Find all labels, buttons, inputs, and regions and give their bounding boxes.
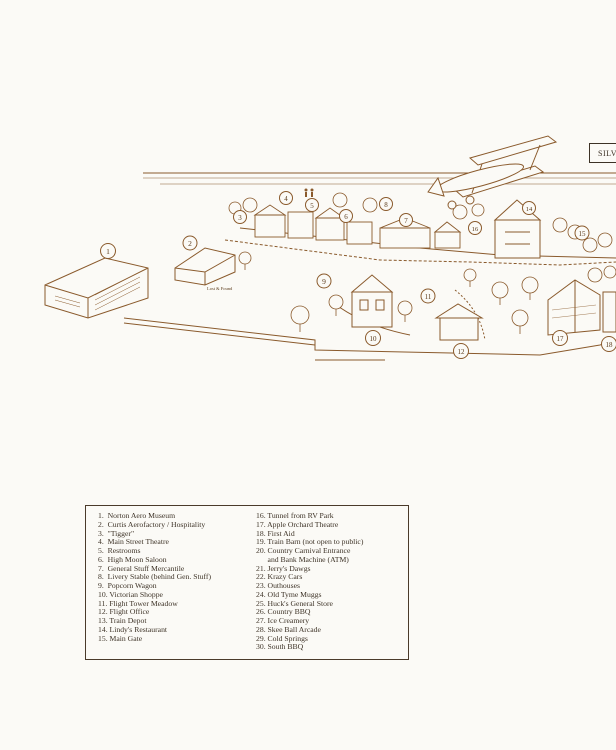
legend-item: 16. Tunnel from RV Park — [256, 511, 334, 520]
marker-1[interactable]: 1 — [100, 243, 116, 259]
legend-item: 14. Lindy's Restaurant — [98, 624, 168, 634]
legend-item: 13. Train Depot — [98, 616, 147, 625]
main-street-buildings — [253, 204, 462, 249]
marker-15[interactable]: 15 — [574, 225, 590, 241]
orchard-theatre-building — [547, 279, 601, 336]
biplane-illustration — [427, 135, 558, 210]
legend-item: 21. Jerry's Dawgs — [256, 563, 311, 573]
first-aid-building — [602, 291, 616, 333]
legend-item: 4. Main Street Theatre — [98, 537, 169, 547]
marker-6[interactable]: 6 — [339, 209, 353, 223]
svg-text:2: 2 — [188, 239, 192, 248]
marker-8[interactable]: 8 — [379, 197, 393, 211]
legend-item: 30. South BBQ — [256, 642, 304, 652]
restaurant-building — [493, 199, 542, 259]
legend-item: 12. Flight Office — [98, 607, 150, 617]
legend-item: 20. Country Carnival Entrance — [256, 546, 351, 555]
legend-item: 17. Apple Orchard Theatre — [256, 519, 339, 529]
trees — [228, 192, 616, 334]
legend-item: 29. Cold Springs — [256, 633, 308, 643]
marker-14[interactable]: 14 — [522, 201, 536, 215]
park-sign: SILV — [589, 143, 616, 163]
legend-item: 24. Old Tyme Muggs — [256, 589, 322, 599]
svg-text:3: 3 — [238, 214, 242, 222]
svg-text:6: 6 — [344, 213, 348, 221]
svg-text:8: 8 — [384, 201, 388, 209]
rail-lines — [143, 172, 616, 185]
legend-item: 15. Main Gate — [98, 633, 143, 643]
svg-text:7: 7 — [404, 217, 408, 225]
marker-9[interactable]: 9 — [316, 273, 332, 289]
restroom-icon — [304, 188, 314, 197]
map-markers[interactable]: 1 2 3 4 5 6 7 8 9 10 11 12 14 15 16 17 1… — [100, 191, 616, 359]
marker-18[interactable]: 18 — [601, 336, 616, 352]
marker-16[interactable]: 16 — [468, 221, 482, 235]
marker-7[interactable]: 7 — [399, 213, 413, 227]
map-legend: 1. Norton Aero Museum 2. Curtis Aerofact… — [85, 505, 409, 660]
legend-item: 18. First Aid — [256, 528, 295, 538]
svg-text:12: 12 — [458, 348, 466, 356]
svg-text:17: 17 — [557, 335, 565, 343]
legend-item: 8. Livery Stable (behind Gen. Stuff) — [98, 572, 212, 582]
svg-text:11: 11 — [425, 293, 432, 301]
legend-item: 19. Train Barn (not open to public) — [256, 537, 364, 547]
marker-11[interactable]: 11 — [420, 288, 436, 304]
park-map: 1 2 3 4 5 6 7 8 9 10 11 12 14 15 16 17 1… — [44, 135, 616, 361]
legend-item: 25. Huck's General Store — [256, 598, 333, 608]
legend-item: 11. Flight Tower Meadow — [98, 598, 178, 608]
legend-item: 28. Skee Ball Arcade — [256, 624, 321, 634]
legend-item: 26. Country BBQ — [256, 607, 311, 617]
svg-text:14: 14 — [526, 206, 533, 213]
svg-text:16: 16 — [472, 226, 479, 233]
marker-3[interactable]: 3 — [233, 210, 247, 224]
lost-found-label: Lost & Found — [207, 286, 233, 291]
aerofactory-building — [174, 247, 236, 286]
legend-item: 9. Popcorn Wagon — [98, 581, 157, 590]
legend-column-left: 1. Norton Aero Museum 2. Curtis Aerofact… — [98, 511, 248, 643]
flight-office-building — [434, 303, 484, 341]
svg-text:10: 10 — [370, 335, 378, 343]
marker-17[interactable]: 17 — [552, 330, 568, 346]
legend-item: 23. Outhouses — [256, 581, 300, 590]
legend-column-right: 16. Tunnel from RV Park 17. Apple Orchar… — [256, 511, 406, 652]
svg-text:15: 15 — [579, 230, 587, 238]
victorian-shoppe-building — [350, 274, 394, 328]
legend-item: 6. High Moon Saloon — [98, 554, 167, 564]
legend-item: 10. Victorian Shoppe — [98, 589, 163, 599]
legend-item: and Bank Machine (ATM) — [256, 554, 349, 564]
marker-12[interactable]: 12 — [453, 343, 469, 359]
marker-10[interactable]: 10 — [365, 330, 381, 346]
legend-item: 3. "Tigger" — [98, 528, 135, 538]
legend-item: 5. Restrooms — [98, 546, 141, 555]
svg-text:5: 5 — [310, 202, 314, 210]
legend-item: 1. Norton Aero Museum — [98, 511, 176, 520]
aero-museum-building — [44, 257, 149, 319]
legend-item: 22. Krazy Cars — [256, 572, 303, 582]
svg-text:18: 18 — [606, 341, 614, 349]
marker-5[interactable]: 5 — [305, 198, 319, 212]
svg-text:1: 1 — [106, 247, 110, 256]
marker-2[interactable]: 2 — [182, 235, 198, 251]
legend-item: 7. General Stuff Mercantile — [98, 563, 185, 573]
svg-text:9: 9 — [322, 277, 326, 286]
legend-item: 27. Ice Creamery — [256, 616, 310, 625]
marker-4[interactable]: 4 — [279, 191, 293, 205]
legend-item: 2. Curtis Aerofactory / Hospitality — [98, 519, 206, 529]
svg-text:4: 4 — [284, 195, 288, 203]
